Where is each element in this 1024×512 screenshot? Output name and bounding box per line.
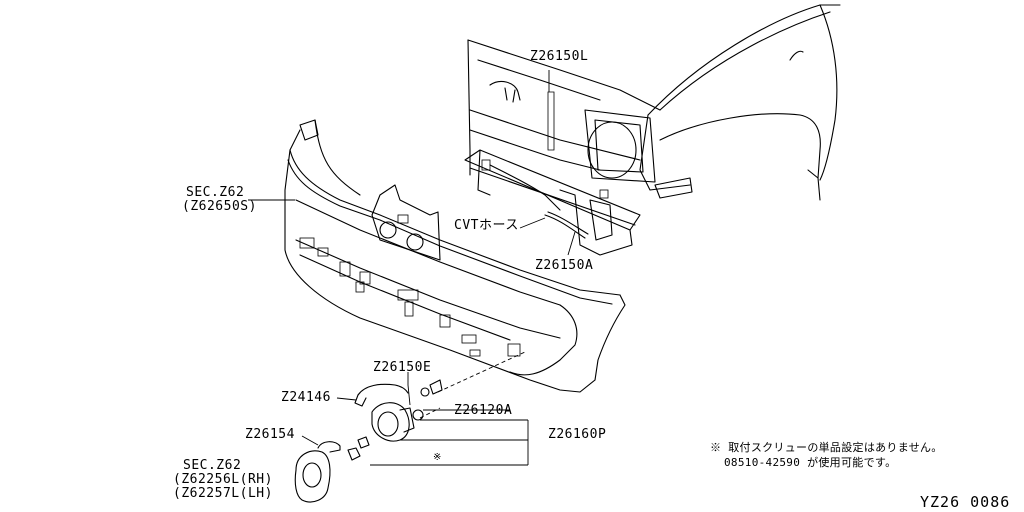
label-z62650s: (Z62650S)	[182, 199, 257, 214]
label-z26150l: Z26150L	[530, 49, 589, 64]
label-z26120a: Z26120A	[454, 403, 513, 418]
label-z62256l: (Z62256L(RH)	[173, 472, 273, 487]
label-sec-z62-fog: SEC.Z62	[183, 458, 242, 473]
label-z62257l: (Z62257L(LH)	[173, 486, 273, 501]
label-z26154: Z26154	[245, 427, 295, 442]
leader-lines	[248, 70, 576, 466]
label-z26150e: Z26150E	[373, 360, 432, 375]
label-cvt-hose: CVTホース	[454, 218, 519, 233]
note-line-2: 08510-42590 が使用可能です。	[724, 456, 897, 469]
vehicle-front-body	[464, 4, 841, 256]
label-z26150a: Z26150A	[535, 258, 594, 273]
label-z24146: Z24146	[281, 390, 331, 405]
note-line-1: ※ 取付スクリューの単品設定はありません。	[710, 441, 943, 454]
diagram-reference-code: YZ26 0086	[920, 493, 1011, 511]
front-bumper	[284, 119, 626, 393]
label-z26160p: Z26160P	[548, 427, 607, 442]
label-sec-z62-bumper: SEC.Z62	[186, 185, 245, 200]
fog-lamp-assembly	[294, 379, 443, 503]
note-asterisk-marker: ※	[433, 452, 442, 463]
